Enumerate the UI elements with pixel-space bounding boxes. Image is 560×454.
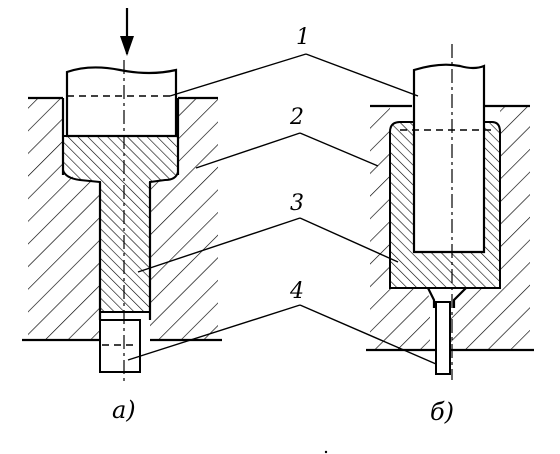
- extruded-rod-b: [435, 301, 451, 375]
- ejector-a: [99, 319, 141, 373]
- label-part-3: 3: [290, 191, 304, 216]
- leader-lines: [127, 53, 437, 365]
- force-arrow: [120, 8, 134, 56]
- label-part-4: 4: [289, 279, 304, 304]
- die-right-half-a: [150, 98, 218, 340]
- variant-a: [22, 8, 222, 382]
- label-part-1: 1: [296, 25, 310, 50]
- punch-a: [65, 66, 178, 138]
- punch-b: [412, 63, 486, 254]
- label-part-2: 2: [289, 105, 304, 130]
- variant-b: [366, 44, 534, 380]
- caption-b: б): [430, 398, 454, 426]
- caption-a: а): [112, 396, 136, 424]
- die-left-half-a: [28, 98, 100, 340]
